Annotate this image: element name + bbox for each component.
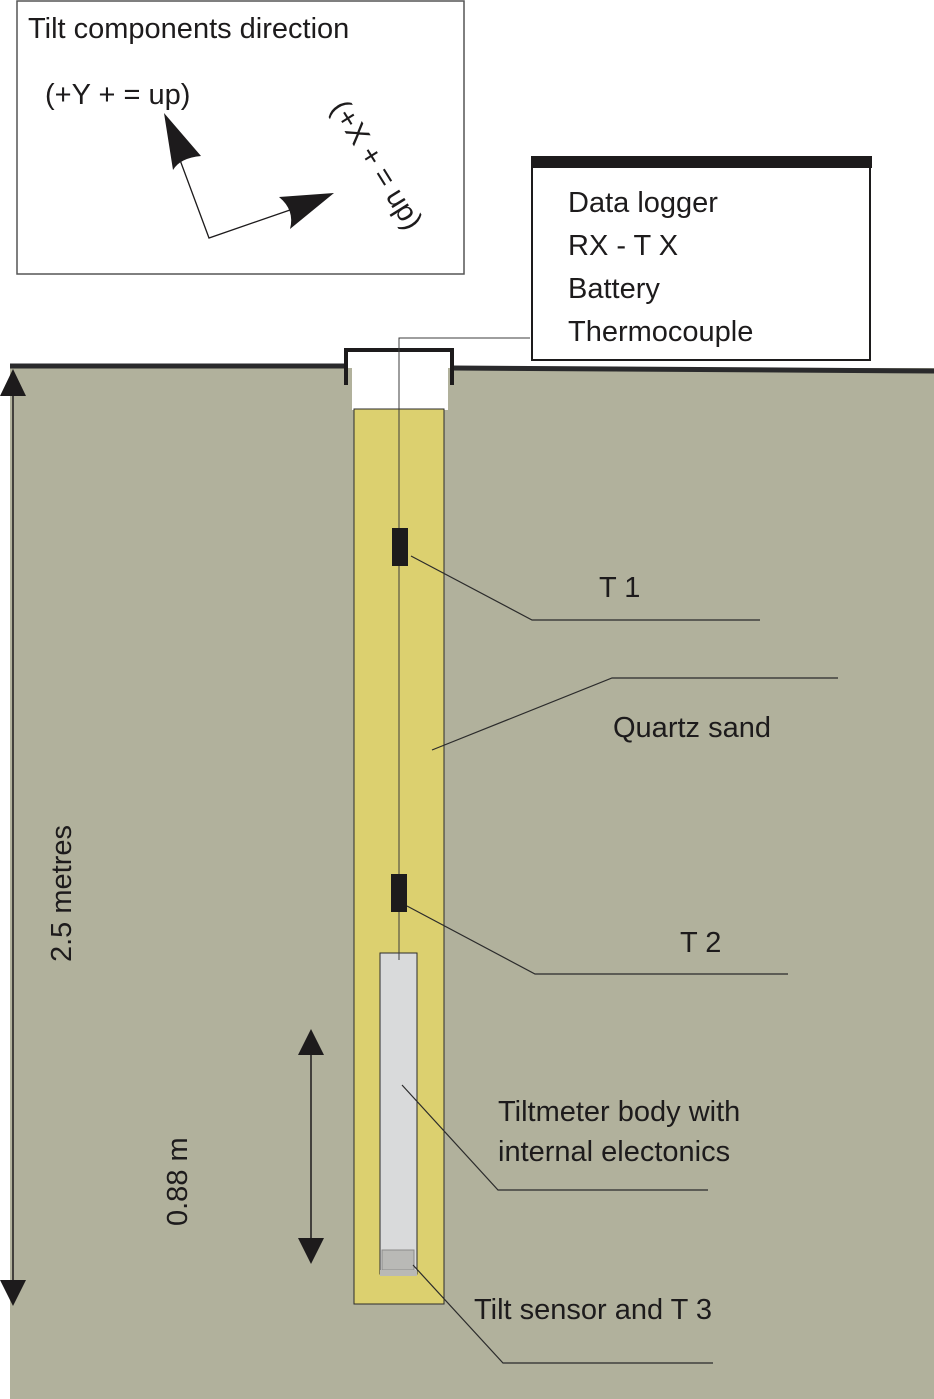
compass-title: Tilt components direction xyxy=(28,13,349,45)
tilt-sensor-label: Tilt sensor and T 3 xyxy=(474,1294,712,1326)
arrow-down-icon xyxy=(298,1238,324,1264)
soil-ground xyxy=(10,368,934,1399)
tiltmeter-body-leader-line xyxy=(401,1084,708,1191)
tiltmeter-body xyxy=(379,952,418,1275)
surface-unit-line: Battery xyxy=(568,273,660,305)
tiltmeter-body-label: Tiltmeter body with xyxy=(498,1096,740,1128)
surface-unit-line: RX - T X xyxy=(568,230,678,262)
tilt-sensor-base xyxy=(380,1270,417,1276)
surface-unit-top-bar xyxy=(531,156,872,168)
y-axis-arrow-icon xyxy=(164,113,201,170)
x-axis-arrow-icon xyxy=(279,193,334,229)
ground-surface-line-right xyxy=(451,365,934,374)
tilt-sensor-leader-line xyxy=(412,1264,713,1364)
arrow-up-icon xyxy=(298,1029,324,1055)
arrow-up-icon xyxy=(0,369,26,396)
tilt-axes xyxy=(179,159,291,239)
t1-sensor xyxy=(392,528,408,566)
surface-unit-box xyxy=(531,161,871,361)
tilt-sensor xyxy=(381,1249,415,1271)
borehole-depth-label: 2.5 metres xyxy=(46,825,78,962)
tiltmeter-length-label: 0.88 m xyxy=(162,1137,194,1226)
arrow-down-icon xyxy=(0,1280,26,1306)
t1-leader-line xyxy=(410,555,760,621)
y-axis-label: (+Y + = up) xyxy=(45,79,190,111)
tilt-direction-box xyxy=(16,0,465,275)
surface-unit-line: Data logger xyxy=(568,187,718,219)
thermocouple-cable xyxy=(398,337,530,960)
t2-sensor xyxy=(391,874,407,912)
t2-label: T 2 xyxy=(680,927,721,959)
t1-label: T 1 xyxy=(599,572,640,604)
t2-leader-line xyxy=(406,905,788,975)
surface-unit-line: Thermocouple xyxy=(568,316,753,348)
quartz-sand-leader-line xyxy=(431,677,838,751)
tiltmeter-body-label: internal electonics xyxy=(498,1136,730,1168)
borehole-opening xyxy=(352,368,448,410)
quartz-sand-label: Quartz sand xyxy=(613,712,771,744)
